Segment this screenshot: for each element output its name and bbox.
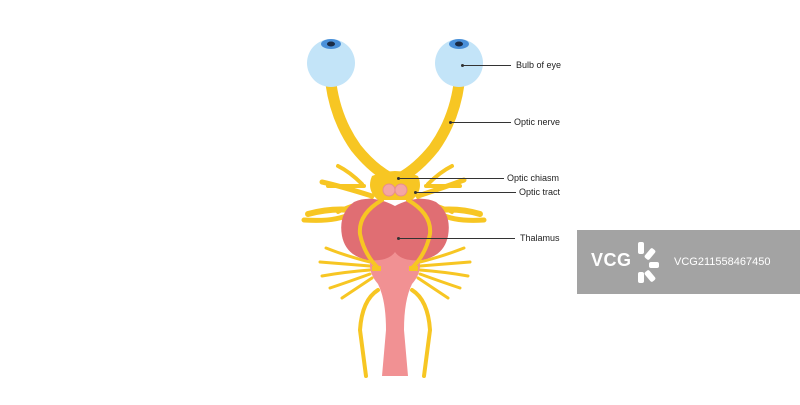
leader-line-bulb <box>463 65 511 66</box>
label-optic-nerve: Optic nerve <box>514 117 561 127</box>
label-thalamus: Thalamus <box>520 233 560 243</box>
watermark-logo-text: VCG <box>591 250 632 270</box>
leader-line-optic-nerve <box>451 122 511 123</box>
leader-dot-optic-chiasm <box>397 177 400 180</box>
watermark-id: VCG211558467450 <box>674 256 771 268</box>
leader-line-thalamus <box>399 238 515 239</box>
optic-tracts <box>357 198 433 270</box>
cranial-nerves <box>301 164 487 378</box>
lateral-geniculate-left <box>372 266 381 271</box>
lateral-geniculate-right <box>409 266 418 271</box>
leader-dot-optic-nerve <box>449 121 452 124</box>
leader-line-optic-chiasm <box>399 178 504 179</box>
leader-dot-thalamus <box>397 237 400 240</box>
watermark-logo-mark-icon <box>638 242 659 283</box>
right-eyeball <box>435 39 483 87</box>
thalamus <box>341 198 449 261</box>
leader-dot-optic-tract <box>414 191 417 194</box>
brainstem <box>370 251 420 376</box>
optic-nerves <box>325 78 465 184</box>
label-optic-chiasm: Optic chiasm <box>507 173 560 183</box>
chiasm-nodes <box>382 183 408 197</box>
leader-line-optic-tract <box>416 192 516 193</box>
leader-dot-bulb <box>461 64 464 67</box>
label-optic-tract: Optic tract <box>519 187 561 197</box>
label-bulb-of-eye: Bulb of eye <box>516 60 562 70</box>
watermark: VCG VCG211558467450 <box>577 230 800 294</box>
optic-chiasm <box>370 171 420 200</box>
left-eyeball <box>307 39 355 87</box>
